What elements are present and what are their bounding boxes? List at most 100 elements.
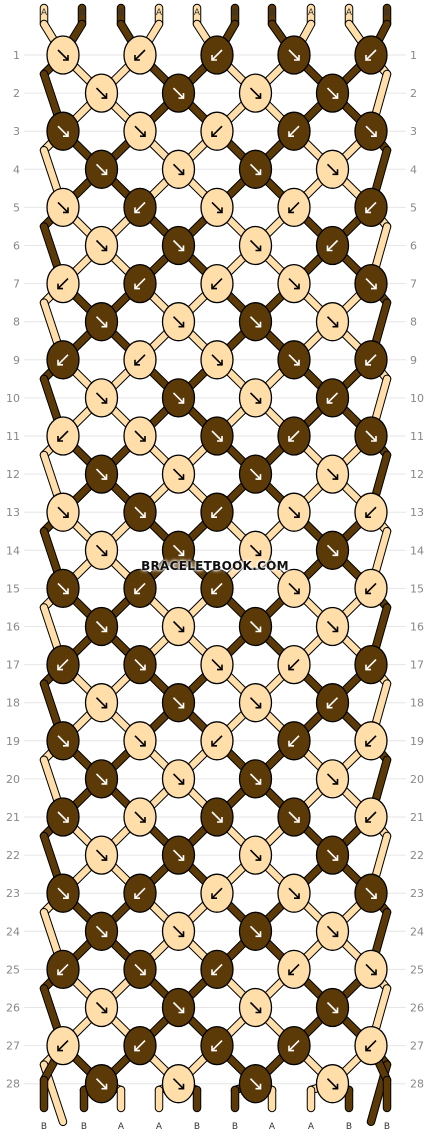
arrow-down-right-icon: [172, 87, 185, 99]
arrow-down-right-icon: [365, 430, 377, 442]
arrow-down-right-icon: [134, 963, 146, 975]
arrow-down-right-icon: [249, 316, 262, 328]
arrow-head: [288, 207, 294, 214]
arrow-down-right-icon: [288, 887, 300, 899]
arrow-down-right-icon: [249, 773, 262, 785]
row-number-right: 24: [410, 925, 424, 938]
arrow-down-left-icon: [211, 506, 223, 518]
arrow-head: [255, 1083, 262, 1090]
arrow-head: [288, 664, 294, 671]
arrow-down-right-icon: [95, 925, 108, 937]
bottom-strand-label: B: [232, 1122, 238, 1132]
arrow-down-left-icon: [288, 659, 300, 671]
row-number-left: 15: [6, 582, 20, 595]
top-strand-label: A: [41, 8, 48, 18]
arrow-down-right-icon: [288, 354, 300, 366]
arrow-head: [255, 855, 262, 861]
arrow-head: [178, 931, 185, 938]
arrow-head: [178, 169, 185, 176]
arrow-head: [288, 969, 294, 976]
arrow-down-right-icon: [95, 163, 108, 175]
row-number-right: 26: [410, 1002, 424, 1015]
row-number-right: 25: [410, 963, 424, 976]
arrow-head: [211, 55, 217, 61]
row-number-right: 15: [410, 582, 424, 595]
arrow-head: [371, 436, 377, 442]
arrow-down-right-icon: [95, 1078, 108, 1090]
bottom-strand-label: B: [41, 1122, 47, 1132]
arrow-head: [178, 397, 185, 404]
arrow-head: [217, 817, 223, 823]
arrow-head: [365, 740, 371, 747]
arrow-head: [371, 283, 377, 290]
top-strand-label: B: [232, 8, 238, 18]
arrow-head: [63, 207, 69, 214]
row-number-left: 2: [13, 87, 20, 100]
arrow-down-right-icon: [57, 125, 69, 137]
arrow-down-left-icon: [365, 201, 377, 213]
arrow-down-right-icon: [134, 659, 146, 671]
arrow-head: [332, 855, 339, 861]
arrow-head: [211, 893, 217, 900]
arrow-down-left-icon: [57, 963, 69, 975]
arrow-head: [57, 283, 63, 290]
row-number-right: 10: [410, 392, 424, 405]
arrow-head: [134, 1045, 140, 1052]
arrow-head: [101, 1007, 108, 1014]
arrow-head: [371, 893, 377, 900]
arrow-head: [101, 550, 108, 557]
arrow-head: [294, 359, 300, 366]
top-strand-label: B: [79, 8, 85, 18]
arrow-head: [365, 588, 371, 595]
arrow-head: [255, 169, 262, 176]
arrow-head: [211, 588, 217, 595]
arrow-down-right-icon: [172, 620, 185, 633]
arrow-down-left-icon: [134, 887, 146, 899]
arrow-head: [294, 55, 300, 61]
arrow-down-right-icon: [211, 430, 223, 442]
arrow-down-left-icon: [288, 1040, 300, 1052]
bottom-strand-label: A: [156, 1122, 163, 1132]
bottom-strand-label: B: [81, 1122, 87, 1132]
arrow-head: [101, 931, 108, 938]
arrow-down-left-icon: [365, 735, 377, 747]
row-number-right: 21: [410, 811, 424, 824]
arrow-head: [211, 283, 217, 290]
arrow-down-right-icon: [326, 1078, 339, 1090]
arrow-down-right-icon: [57, 201, 69, 213]
arrow-head: [255, 550, 262, 557]
arrow-down-right-icon: [211, 354, 223, 366]
arrow-down-right-icon: [326, 468, 339, 480]
arrow-down-left-icon: [288, 963, 300, 975]
arrow-head: [178, 855, 185, 861]
arrow-down-right-icon: [172, 697, 185, 709]
arrow-down-right-icon: [249, 1078, 262, 1090]
arrow-down-left-icon: [211, 887, 223, 899]
arrow-down-right-icon: [365, 963, 377, 975]
arrow-down-left-icon: [365, 49, 377, 61]
row-number-right: 23: [410, 887, 424, 900]
arrow-head: [134, 359, 140, 366]
arrow-down-left-icon: [288, 735, 300, 747]
arrow-down-right-icon: [211, 201, 223, 213]
bottom-strand-label: B: [384, 1122, 390, 1132]
arrow-head: [101, 778, 108, 785]
arrow-down-left-icon: [134, 1040, 146, 1052]
arrow-down-right-icon: [365, 125, 377, 137]
arrow-head: [332, 778, 339, 785]
arrow-down-right-icon: [95, 239, 108, 252]
arrow-head: [255, 702, 262, 709]
arrow-down-right-icon: [57, 887, 69, 899]
arrow-down-right-icon: [172, 849, 185, 861]
arrow-head: [134, 283, 140, 290]
row-number-left: 1: [13, 49, 20, 62]
arrow-down-left-icon: [134, 278, 146, 290]
arrow-down-left-icon: [211, 1040, 223, 1052]
arrow-head: [63, 740, 69, 747]
row-number-left: 22: [6, 849, 20, 862]
arrow-head: [371, 969, 377, 976]
arrow-head: [134, 588, 140, 595]
arrow-down-right-icon: [57, 735, 69, 747]
arrow-down-left-icon: [211, 278, 223, 290]
row-number-right: 16: [410, 621, 424, 634]
